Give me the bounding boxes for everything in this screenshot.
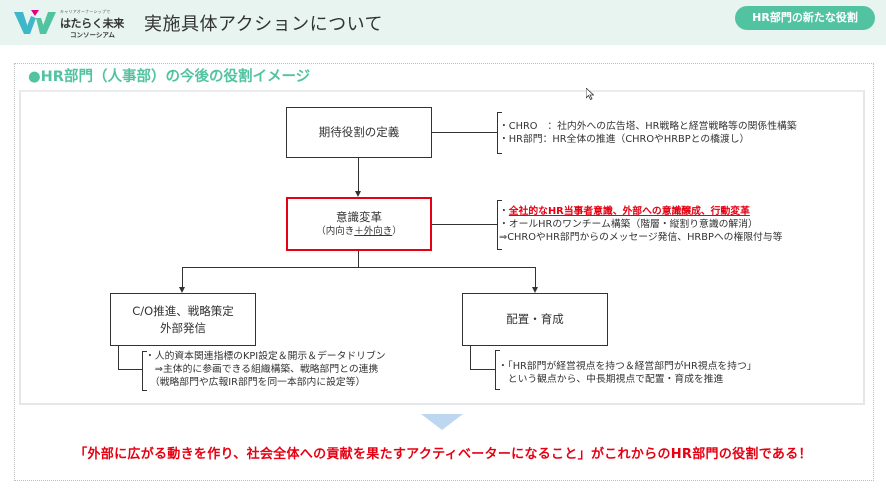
arrowhead-placement xyxy=(532,287,538,293)
header-bar: キャリアオーナーシップで はたらく未来 コンソーシアム 実施具体アクションについ… xyxy=(0,0,886,45)
sub-plus-outward: ＋外向き xyxy=(354,226,393,238)
connector-to-strategy xyxy=(182,267,183,287)
connector-placement-note-h xyxy=(470,369,495,370)
note-strategy-line: ・人的資本関連指標のKPI設定＆開示＆データドリブン xyxy=(145,351,386,362)
note-definition-line: ・CHRO ：社内外への広告塔、HR戦略と経営戦略等の関係性構築 xyxy=(499,121,797,132)
connector-to-placement xyxy=(535,267,536,287)
connector-horizontal-split xyxy=(182,267,535,268)
sub-suffix: ） xyxy=(392,226,402,238)
note-mindset: ・全社的なHR当事者意識、外部への意識醸成、行動変革 ・オールHRのワンチーム構… xyxy=(499,205,782,244)
connector-definition-note xyxy=(432,132,497,133)
node-strategy-line2: 外部発信 xyxy=(160,320,206,335)
arrowhead-mindset xyxy=(355,191,361,197)
node-strategy: C/O推進、戦略策定 外部発信 xyxy=(110,293,256,346)
connector-strategy-note-h xyxy=(118,369,142,370)
mouse-cursor-icon xyxy=(586,88,594,100)
hr-role-tag-button[interactable]: HR部門の新たな役割 xyxy=(735,6,875,30)
logo-subname: コンソーシアム xyxy=(70,31,115,39)
node-role-definition-label: 期待役割の定義 xyxy=(318,125,400,140)
bullet: ・ xyxy=(499,206,509,217)
note-mindset-line: ⇒CHROやHR部門からのメッセージ発信、HRBPへの権限付与等 xyxy=(499,232,783,243)
note-mindset-highlight: 全社的なHR当事者意識、外部への意識醸成、行動変革 xyxy=(508,206,750,217)
logo: キャリアオーナーシップで はたらく未来 コンソーシアム xyxy=(14,6,124,39)
logo-tagline: キャリアオーナーシップで xyxy=(60,9,111,14)
logo-w-icon xyxy=(14,10,56,34)
content-frame xyxy=(14,63,874,481)
node-placement-label: 配置・育成 xyxy=(506,312,564,327)
node-strategy-line1: C/O推進、戦略策定 xyxy=(132,304,234,319)
section-title: ●HR部門（人事部）の今後の役割イメージ xyxy=(28,69,311,85)
bracket-placement xyxy=(495,350,500,390)
note-mindset-line: ・オールHRのワンチーム構築（階層・縦割り意識の解消） xyxy=(499,219,758,230)
connector-definition-to-mindset xyxy=(358,157,359,191)
arrowhead-strategy xyxy=(179,287,185,293)
connector-strategy-note-v xyxy=(118,345,119,369)
sub-prefix: （内向き xyxy=(316,226,355,238)
connector-placement-note-v xyxy=(470,345,471,369)
node-placement: 配置・育成 xyxy=(462,293,608,346)
diagram-panel xyxy=(19,90,865,405)
note-placement: ・「HR部門が経営視点を持つ＆経営部門がHR視点を持つ」 という観点から、中長期… xyxy=(498,360,757,386)
down-arrow-icon xyxy=(421,414,463,430)
bracket-definition xyxy=(497,112,502,154)
note-mindset-line: ・全社的なHR当事者意識、外部への意識醸成、行動変革 xyxy=(499,205,782,218)
node-mindset-change: 意識変革 （内向き＋外向き） xyxy=(286,197,432,251)
bracket-mindset xyxy=(497,200,502,250)
connector-mindset-down xyxy=(358,250,359,267)
page-title: 実施具体アクションについて xyxy=(144,14,384,35)
node-role-definition: 期待役割の定義 xyxy=(286,107,432,158)
note-strategy-line: （戦略部門や広報IR部門を同一本部内に設定等） xyxy=(145,377,366,388)
bracket-strategy xyxy=(142,351,147,391)
note-strategy: ・人的資本関連指標のKPI設定＆開示＆データドリブン ⇒主体的に参画できる組織構… xyxy=(145,350,386,389)
note-placement-line: ・「HR部門が経営視点を持つ＆経営部門がHR視点を持つ」 xyxy=(498,361,757,372)
node-mindset-change-label: 意識変革 xyxy=(336,210,382,225)
note-placement-line: という観点から、中長期視点で配置・育成を推進 xyxy=(498,374,724,385)
connector-mindset-note xyxy=(432,224,497,225)
logo-name: はたらく未来 xyxy=(60,17,124,30)
note-strategy-line: ⇒主体的に参画できる組織構築、戦略部門との連携 xyxy=(145,364,379,375)
conclusion-statement: 「外部に広がる動きを作り、社会全体への貢献を果たすアクティベーターになること」が… xyxy=(74,447,812,462)
note-definition-line: ・HR部門：HR全体の推進（CHROやHRBPとの橋渡し） xyxy=(499,134,750,145)
note-definition: ・CHRO ：社内外への広告塔、HR戦略と経営戦略等の関係性構築 ・HR部門：H… xyxy=(499,120,797,146)
node-mindset-change-sub: （内向き＋外向き） xyxy=(316,225,402,238)
